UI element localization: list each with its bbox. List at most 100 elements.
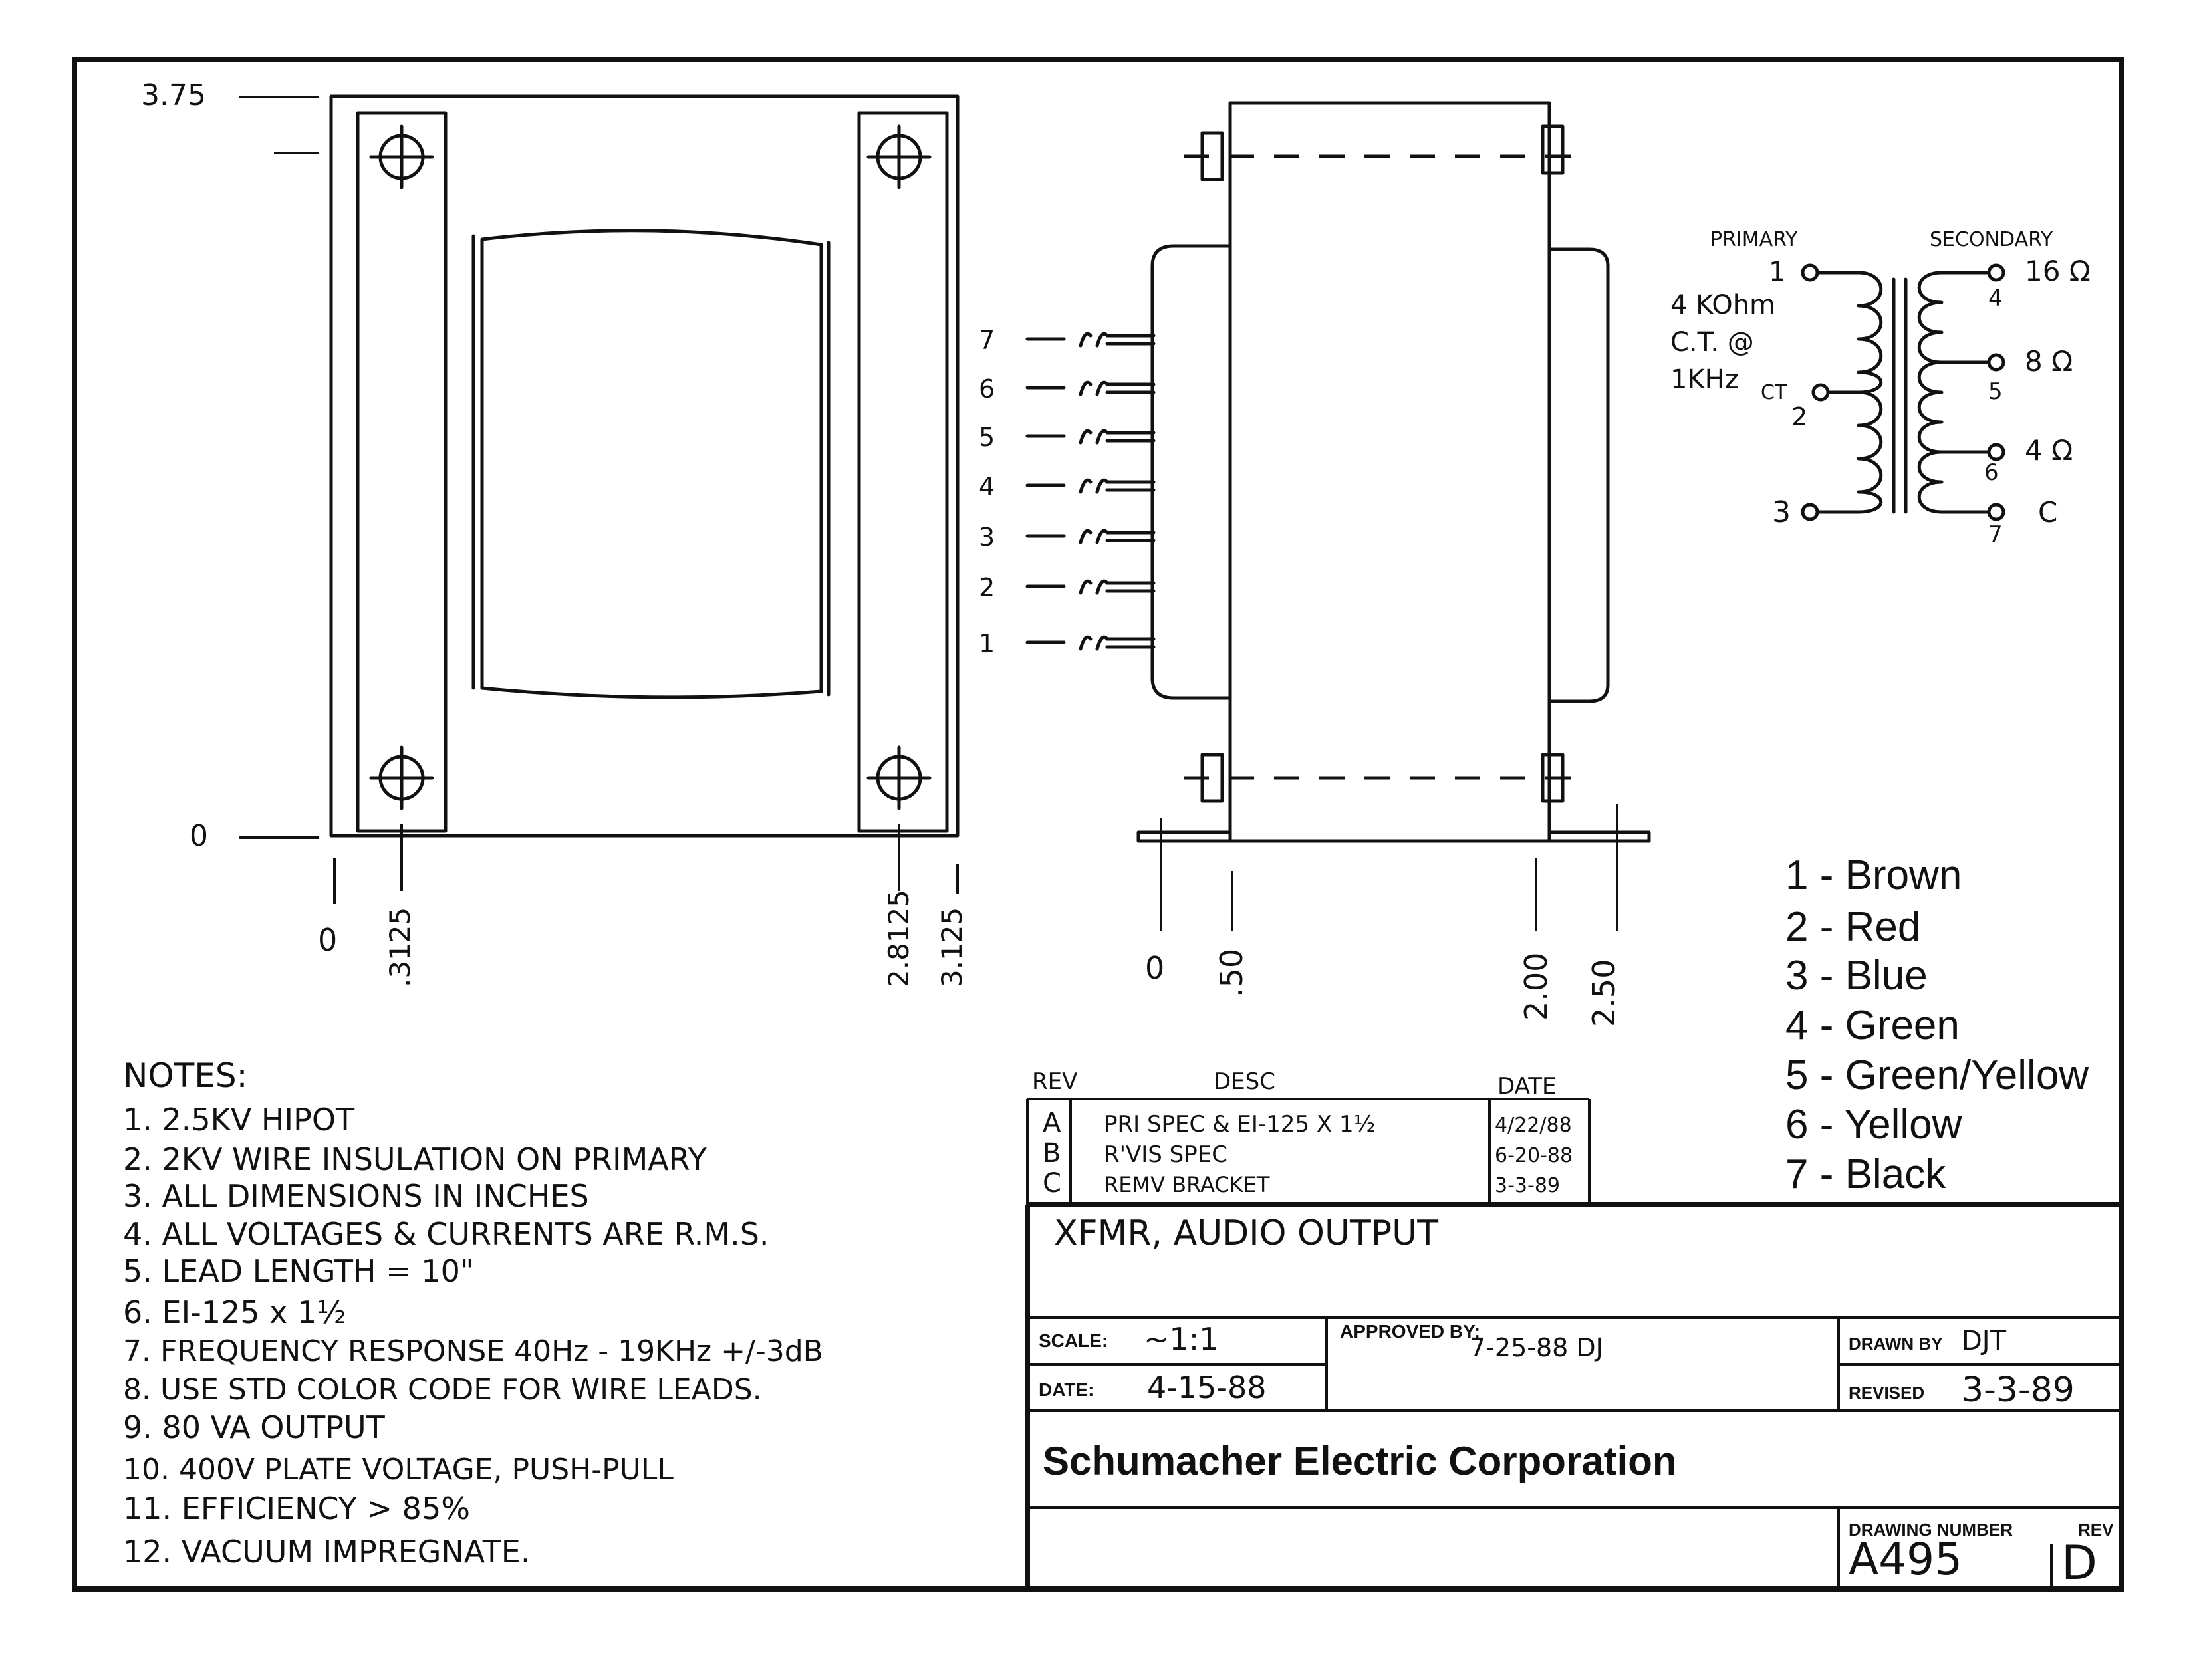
right-mounting-strip bbox=[857, 111, 949, 833]
dim-label-0: 0 bbox=[190, 819, 208, 853]
color-code-item: 5 - Green/Yellow bbox=[1785, 1052, 2089, 1098]
color-code-item: 3 - Blue bbox=[1785, 953, 1928, 999]
secondary-tap-label: 16 Ω bbox=[2025, 255, 2091, 287]
company-name: Schumacher Electric Corporation bbox=[1043, 1439, 1677, 1483]
color-code-item: 1 - Brown bbox=[1785, 852, 1962, 898]
note-item: 9. 80 VA OUTPUT bbox=[123, 1409, 386, 1445]
secondary-label: SECONDARY bbox=[1930, 228, 2053, 251]
approved-value: 7-25-88 DJ bbox=[1470, 1333, 1603, 1362]
coil-end-left bbox=[1150, 244, 1232, 700]
dim-label-0.3125: .3125 bbox=[384, 907, 416, 987]
terminal-icon bbox=[1801, 263, 1819, 282]
rev-date: 6-20-88 bbox=[1495, 1144, 1573, 1167]
scale-value: ~1:1 bbox=[1144, 1321, 1219, 1357]
lead-number: 2 bbox=[979, 573, 995, 602]
lead-number: 3 bbox=[979, 523, 995, 552]
impedance-line: C.T. @ bbox=[1670, 327, 1754, 358]
lead-wire bbox=[1025, 332, 1156, 348]
primary-label: PRIMARY bbox=[1710, 228, 1798, 251]
scale-label: SCALE: bbox=[1039, 1330, 1108, 1351]
note-item: 3. ALL DIMENSIONS IN INCHES bbox=[123, 1178, 589, 1214]
revised-label: REVISED bbox=[1849, 1383, 1924, 1403]
title-block: XFMR, AUDIO OUTPUT SCALE: ~1:1 APPROVED … bbox=[1025, 1202, 2121, 1590]
rev-header: REV bbox=[1032, 1068, 1077, 1095]
note-item: 4. ALL VOLTAGES & CURRENTS ARE R.M.S. bbox=[123, 1216, 769, 1252]
dim-label-0: 0 bbox=[318, 922, 337, 958]
note-item: 8. USE STD COLOR CODE FOR WIRE LEADS. bbox=[123, 1373, 762, 1407]
date-value: 4-15-88 bbox=[1147, 1370, 1267, 1405]
lead-wire bbox=[1025, 429, 1156, 445]
drawing-number-label: DRAWING NUMBER bbox=[1849, 1520, 2013, 1540]
dim-label-2.00: 2.00 bbox=[1518, 953, 1554, 1020]
lead-wire bbox=[1025, 478, 1156, 494]
bracket-foot bbox=[1547, 830, 1651, 843]
lead-number: 5 bbox=[979, 423, 995, 452]
approved-label: APPROVED BY: bbox=[1340, 1321, 1480, 1342]
note-item: 10. 400V PLATE VOLTAGE, PUSH-PULL bbox=[123, 1453, 674, 1487]
secondary-tap-label: 8 Ω bbox=[2025, 345, 2073, 378]
terminal-icon bbox=[1987, 503, 2005, 521]
drawing-number: A495 bbox=[1849, 1534, 1962, 1585]
mounting-hole-icon bbox=[369, 124, 434, 189]
dim-label-3.75: 3.75 bbox=[141, 78, 206, 112]
color-code-item: 4 - Green bbox=[1785, 1003, 1960, 1048]
side-view: 7 6 5 4 3 2 1 0 .50 2.00 2.50 bbox=[979, 101, 1651, 1027]
lead-number: 7 bbox=[979, 326, 995, 355]
note-item: 2. 2KV WIRE INSULATION ON PRIMARY bbox=[123, 1141, 708, 1177]
lead-wire bbox=[1025, 635, 1156, 651]
core-stack bbox=[1228, 101, 1551, 843]
frame-outline bbox=[329, 94, 960, 838]
primary-winding bbox=[1815, 271, 1883, 514]
lead-wire bbox=[1025, 380, 1156, 396]
rev-letter: C bbox=[1043, 1168, 1061, 1199]
dim-label-2.50: 2.50 bbox=[1586, 959, 1622, 1027]
mounting-hole-icon bbox=[866, 745, 932, 810]
secondary-pin: 5 bbox=[1988, 378, 2003, 405]
date-label: DATE: bbox=[1039, 1380, 1094, 1400]
revision-table: REV DESC DATE A PRI SPEC & EI-125 X 1½ 4… bbox=[1026, 1068, 1591, 1205]
lead-number: 4 bbox=[979, 472, 995, 501]
rev-desc: PRI SPEC & EI-125 X 1½ bbox=[1104, 1111, 1376, 1138]
secondary-pin: 7 bbox=[1988, 521, 2003, 548]
wiring-schematic: PRIMARY SECONDARY 4 KOhm C.T. @ 1KHz 1 C… bbox=[1670, 228, 2091, 548]
secondary-tap-label: 4 Ω bbox=[2025, 434, 2073, 467]
terminal-icon bbox=[1811, 383, 1830, 402]
front-view: 3.75 0 0 .3125 2.8125 3.125 bbox=[141, 78, 968, 987]
rev-desc: REMV BRACKET bbox=[1104, 1172, 1270, 1197]
secondary-pin: 4 bbox=[1988, 285, 2003, 312]
color-code-item: 6 - Yellow bbox=[1785, 1102, 1962, 1147]
lead-wire bbox=[1025, 529, 1156, 544]
primary-tap-number: 1 bbox=[1769, 257, 1785, 287]
mounting-hole-icon bbox=[866, 124, 932, 189]
dim-label-2.8125: 2.8125 bbox=[882, 890, 915, 987]
primary-tap-number: 2 bbox=[1791, 402, 1807, 431]
coil-winding bbox=[480, 229, 823, 699]
dim-label-0.50: .50 bbox=[1214, 949, 1249, 997]
rev-letter: B bbox=[1043, 1138, 1061, 1169]
secondary-pin: 6 bbox=[1984, 459, 1999, 486]
dim-label-0: 0 bbox=[1145, 950, 1164, 986]
notes: NOTES: 1. 2.5KV HIPOT 2. 2KV WIRE INSULA… bbox=[123, 1056, 823, 1570]
note-item: 6. EI-125 x 1½ bbox=[123, 1294, 346, 1330]
terminal-icon bbox=[1987, 443, 2005, 461]
terminal-icon bbox=[1987, 263, 2005, 282]
rev-desc: R'VIS SPEC bbox=[1104, 1141, 1227, 1168]
note-item: 5. LEAD LENGTH = 10" bbox=[123, 1253, 474, 1289]
primary-tap-number: 3 bbox=[1772, 495, 1791, 529]
coil-end-right bbox=[1547, 247, 1610, 703]
note-item: 1. 2.5KV HIPOT bbox=[123, 1102, 355, 1138]
secondary-tap-label: C bbox=[2038, 496, 2057, 529]
revised-value: 3-3-89 bbox=[1962, 1370, 2075, 1410]
rev-date: 3-3-89 bbox=[1495, 1174, 1560, 1197]
impedance-line: 1KHz bbox=[1670, 364, 1739, 395]
lead-wire bbox=[1025, 579, 1156, 595]
sheet-border bbox=[72, 57, 2124, 1592]
color-code-item: 7 - Black bbox=[1785, 1151, 1946, 1197]
rev-label: REV bbox=[2078, 1520, 2114, 1540]
secondary-winding bbox=[1917, 271, 1990, 514]
desc-header: DESC bbox=[1214, 1068, 1275, 1095]
date-header: DATE bbox=[1497, 1073, 1556, 1100]
lead-number: 6 bbox=[979, 374, 995, 404]
left-mounting-strip bbox=[356, 111, 448, 833]
